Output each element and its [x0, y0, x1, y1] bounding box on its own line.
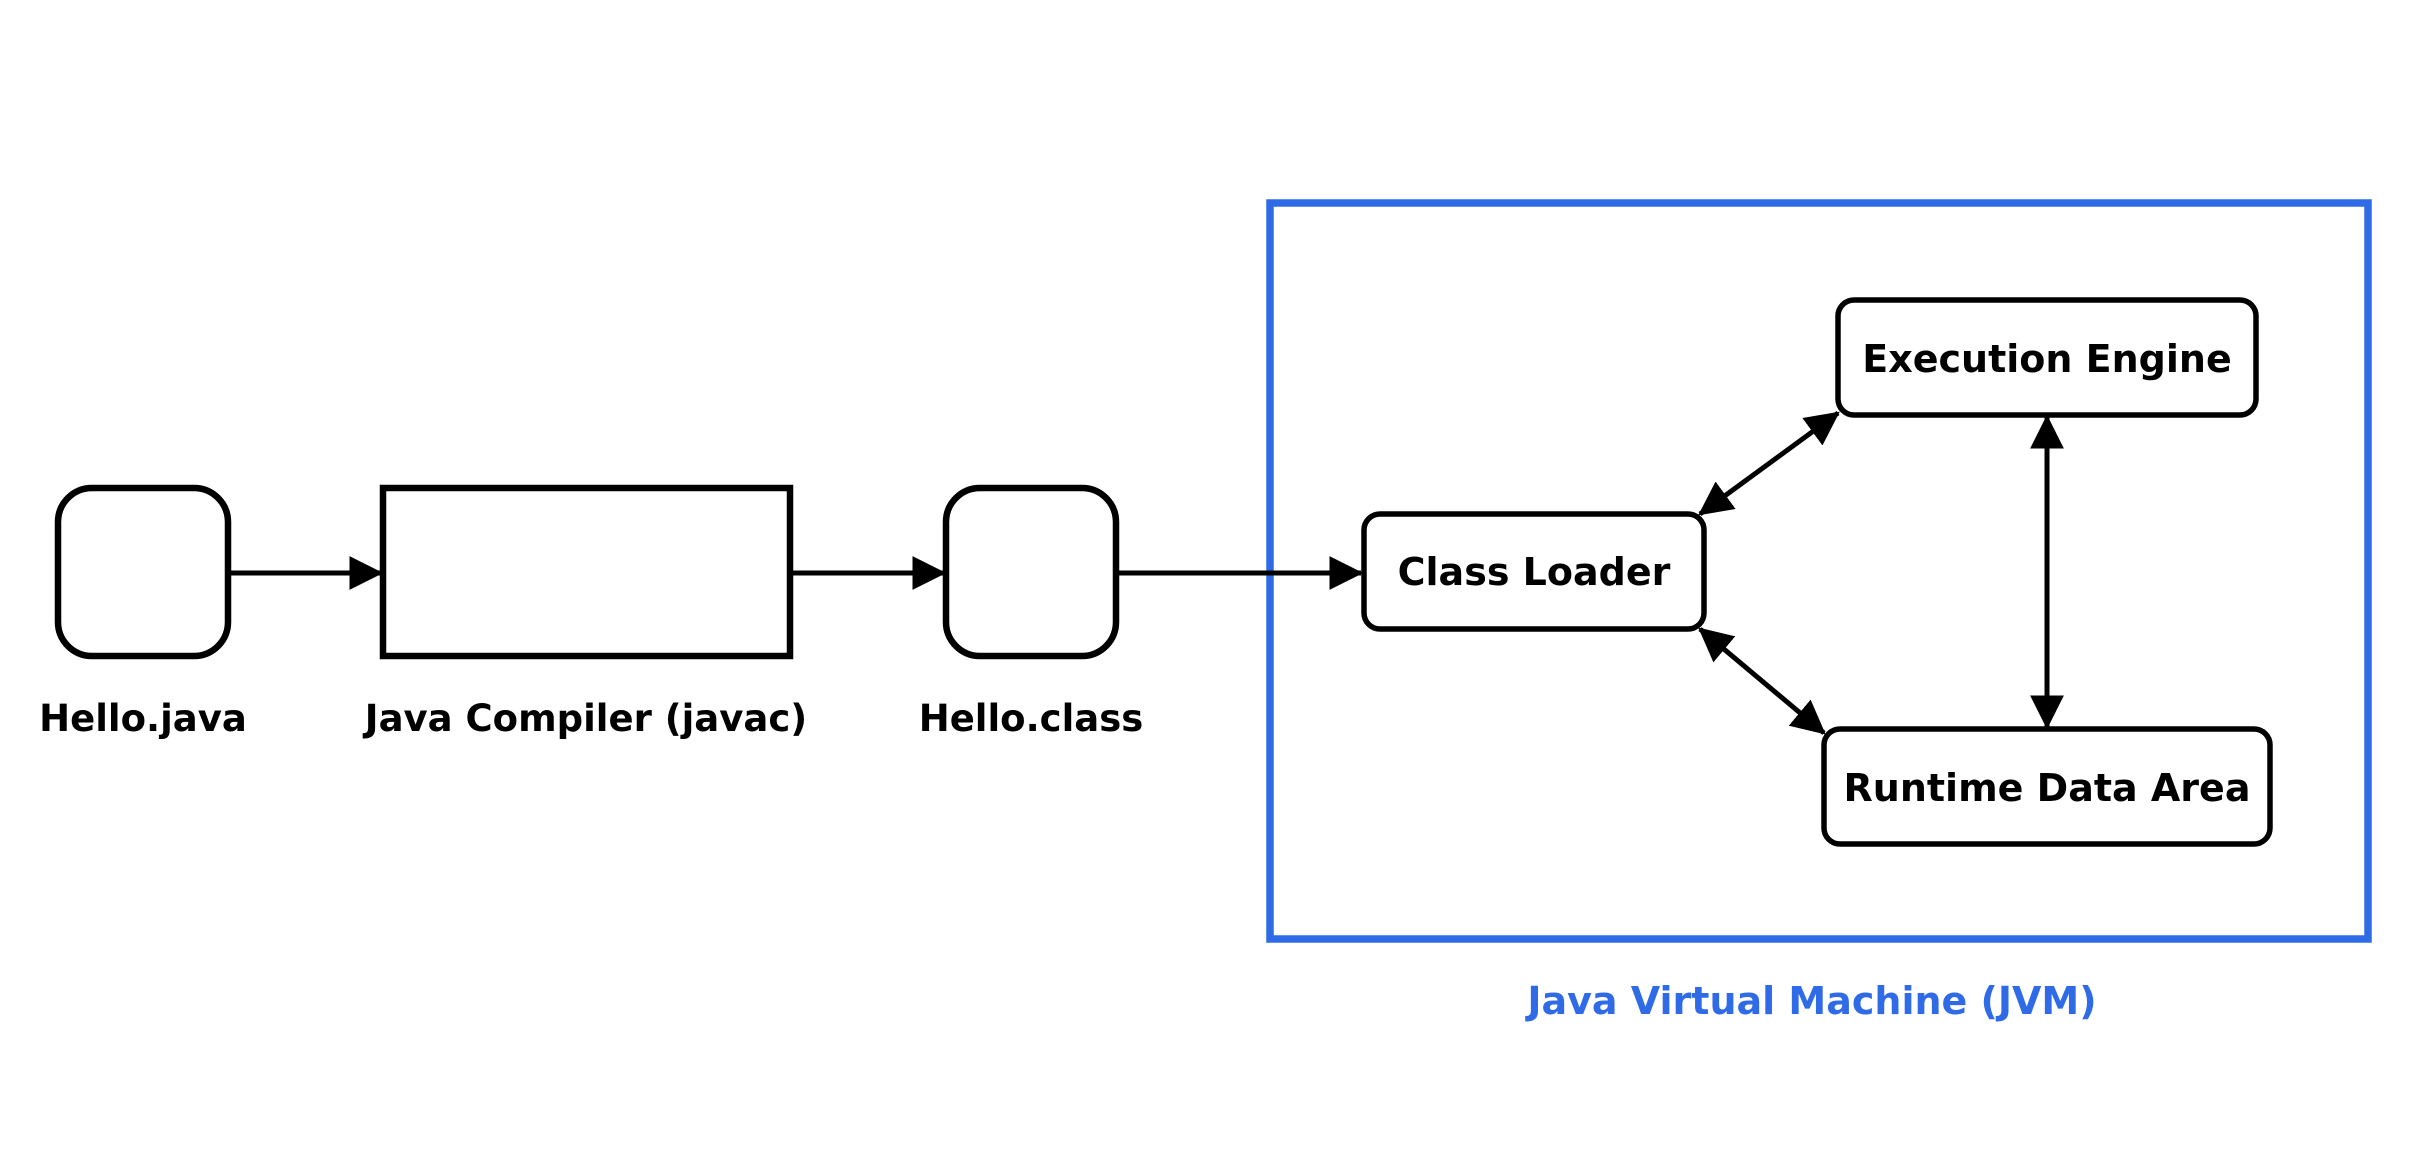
bytecode-file-label: Hello.class [919, 697, 1144, 740]
arrow-class-loader-runtime-data-area [1698, 627, 1826, 735]
arrow-class-loader-execution-engine [1698, 410, 1840, 517]
source-file-node [54, 484, 232, 660]
runtime-data-area-label: Runtime Data Area [1844, 766, 2251, 810]
source-file-label: Hello.java [39, 697, 247, 740]
class-loader-label: Class Loader [1398, 550, 1671, 594]
jvm-label: Java Virtual Machine (JVM) [1524, 979, 2096, 1023]
compiler-node [379, 484, 794, 660]
class-loader-box [1361, 511, 1707, 632]
bytecode-file-node [942, 484, 1120, 660]
execution-engine-label: Execution Engine [1862, 337, 2231, 381]
compiler-label: Java Compiler (javac) [362, 697, 807, 740]
